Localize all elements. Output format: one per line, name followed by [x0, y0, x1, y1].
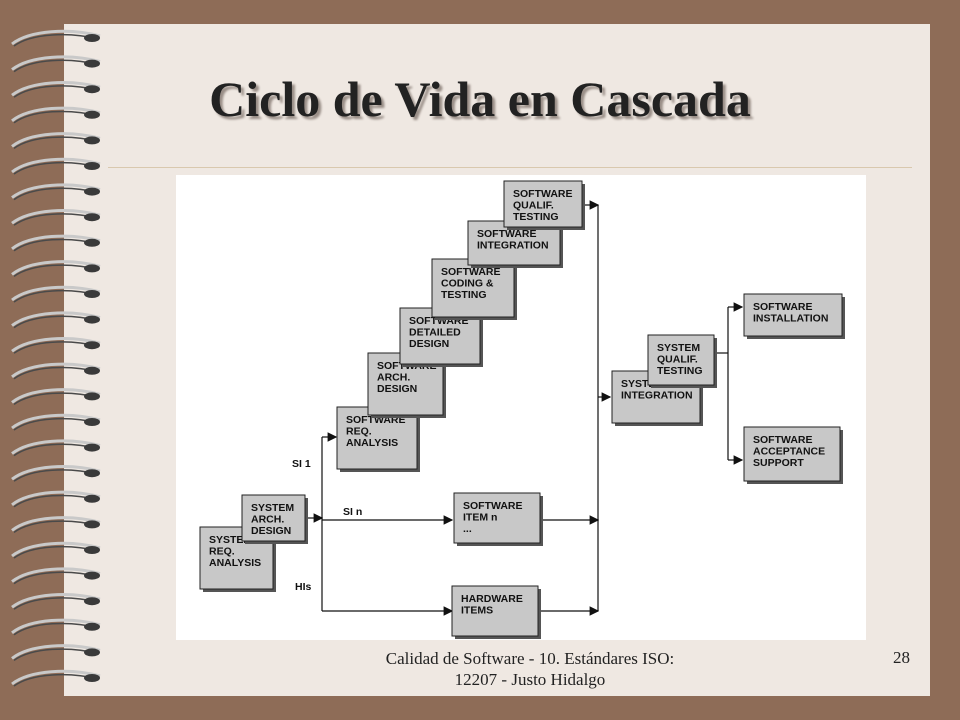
box-label-line: SUPPORT [753, 457, 804, 469]
box-label-line: ANALYSIS [346, 437, 398, 449]
branch-label-sin: SI n [343, 506, 362, 518]
title-divider [108, 167, 912, 168]
box-label-line: DETAILED [409, 327, 461, 339]
footer-line-1: Calidad de Software - 10. Estándares ISO… [385, 649, 675, 668]
box-label-line: TESTING [657, 365, 703, 377]
box-label-line: TESTING [513, 211, 559, 223]
branch-label-si1: SI 1 [292, 458, 311, 470]
box-label-line: SOFTWARE [477, 228, 537, 240]
box-label-line: ARCH. [251, 514, 284, 526]
branch-label-his: HIs [295, 581, 312, 593]
box-label-line: DESIGN [251, 525, 291, 537]
box-label-line: ACCEPTANCE [753, 446, 825, 458]
footer-line-2: 12207 - Justo Hidalgo [454, 670, 606, 689]
box-label-line: REQ. [209, 546, 235, 558]
box-label-line: ... [463, 523, 472, 535]
box-label-line: HARDWARE [461, 593, 523, 605]
box-label-line: DESIGN [409, 338, 449, 350]
box-label-line: ARCH. [377, 372, 410, 384]
box-label-line: ITEMS [461, 605, 493, 617]
waterfall-diagram: SYSTEMREQ.ANALYSISSYSTEMARCH.DESIGNSOFTW… [176, 175, 866, 640]
slide-footer: Calidad de Software - 10. Estándares ISO… [330, 648, 730, 690]
box-label-line: SYSTEM [657, 342, 700, 354]
box-label-line: SYSTEM [251, 502, 294, 514]
box-label-line: QUALIF. [513, 200, 554, 212]
box-label-line: INTEGRATION [477, 240, 549, 252]
box-label-line: SOFTWARE [441, 266, 501, 278]
box-label-line: INSTALLATION [753, 313, 828, 325]
page-number: 28 [893, 648, 910, 667]
slide-title: Ciclo de Vida en Cascada [209, 71, 751, 127]
box-label-line: QUALIF. [657, 354, 698, 366]
box-label-line: SOFTWARE [753, 434, 813, 446]
box-label-line: INTEGRATION [621, 390, 693, 402]
box-label-line: SOFTWARE [463, 500, 523, 512]
box-label-line: ITEM n [463, 512, 497, 524]
box-label-line: SOFTWARE [753, 301, 813, 313]
spiral-binding [0, 0, 101, 720]
connector-lines [306, 200, 744, 616]
box-label-line: TESTING [441, 289, 487, 301]
box-label-line: ANALYSIS [209, 557, 261, 569]
box-label-line: SOFTWARE [513, 188, 573, 200]
box-label-line: DESIGN [377, 383, 417, 395]
box-label-line: REQ. [346, 426, 372, 438]
box-label-line: CODING & [441, 278, 494, 290]
